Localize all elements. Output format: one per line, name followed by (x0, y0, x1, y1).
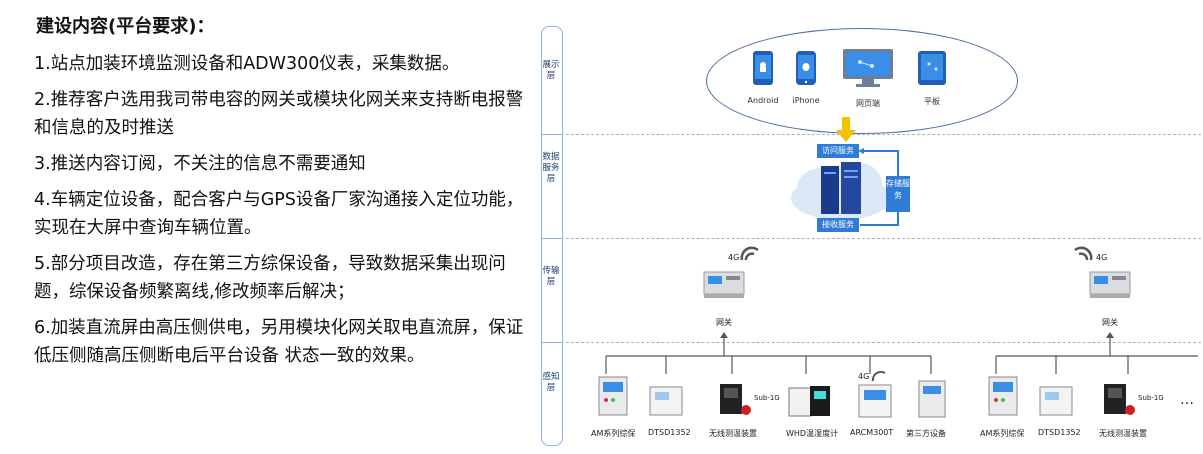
tablet-device: 平板 (912, 50, 952, 107)
wireless-temp-device-icon (720, 384, 751, 415)
device-label-am-right: AM系列综保 (980, 429, 1025, 438)
device-label-dtsd-right: DTSD1352 (1038, 428, 1081, 437)
tablet-icon (918, 51, 946, 85)
humidity-meter-icon (788, 386, 830, 417)
layer-dashed-line (561, 134, 1201, 135)
device-label-am: AM系列综保 (591, 429, 636, 438)
signal-label-arcm: 4G (858, 372, 870, 381)
web-label: 网页端 (856, 99, 880, 108)
iphone-device: iPhone (786, 50, 826, 105)
requirements-panel: 建设内容(平台要求)： 1.站点加装环境监测设备和ADW300仪表，采集数据。 … (34, 8, 534, 378)
more-devices-ellipsis: … (1180, 392, 1194, 408)
requirement-item-2: 2.推荐客户选用我司带电容的网关或模块化网关来支持断电报警和信息的及时推送 (34, 90, 524, 138)
gateway-icon (1089, 271, 1131, 298)
meter-device-icon (1039, 386, 1073, 416)
layer-label-data-service: 数据服务层 (542, 152, 560, 184)
requirement-item-6: 6.加装直流屏由高压侧供电，另用模块化网关取电直流屏，保证低压侧随高压侧断电后平… (34, 318, 524, 366)
requirement-item-5: 5.部分项目改造，存在第三方综保设备，导致数据采集出现问题，综保设备频繁离线,修… (34, 254, 506, 302)
gateway-icon (703, 271, 745, 298)
layer-label-display: 展示层 (542, 60, 560, 81)
signal-label-left: 4G (728, 253, 740, 262)
device-label-third-party: 第三方设备 (906, 429, 946, 438)
access-service-box: 访问服务 (817, 144, 859, 158)
web-device: 网页端 (838, 48, 898, 109)
meter-device-icon (649, 386, 683, 416)
device-label-wireless-temp-right: 无线测温装置 (1099, 429, 1147, 438)
wireless-temp-device-icon (1104, 384, 1135, 415)
relay-device-icon (988, 376, 1018, 416)
device-label-dtsd: DTSD1352 (648, 428, 691, 437)
iphone-label: iPhone (792, 96, 820, 105)
device-label-wireless-temp: 无线测温装置 (709, 429, 757, 438)
field-bus-lines (605, 332, 1198, 374)
layer-dashed-line (561, 238, 1201, 239)
down-arrow-icon (836, 117, 856, 142)
signal-label-right: 4G (1096, 253, 1108, 262)
layer-label-perception: 感知层 (542, 372, 560, 393)
gateway-label-right: 网关 (1102, 318, 1118, 327)
sub1g-label-right: Sub-1G (1138, 394, 1164, 402)
service-loop-arrows (858, 148, 899, 226)
requirement-item-4: 4.车辆定位设备，配合客户与GPS设备厂家沟通接入定位功能，实现在大屏中查询车辆… (34, 190, 524, 238)
sub1g-label-left: Sub-1G (754, 394, 780, 402)
layer-label-transport: 传输层 (542, 266, 560, 287)
android-device: Android (741, 50, 785, 105)
layer-divider (541, 238, 561, 239)
requirement-item-1: 1.站点加装环境监测设备和ADW300仪表，采集数据。 (34, 54, 460, 74)
server-icon (821, 162, 861, 214)
layer-dashed-line (561, 342, 1201, 343)
layer-divider (541, 342, 561, 343)
monitor-icon (843, 49, 893, 87)
android-phone-icon (753, 51, 773, 85)
requirement-item-3: 3.推送内容订阅，不关注的信息不需要通知 (34, 154, 366, 174)
iphone-icon (796, 51, 816, 85)
receive-service-label: 接收服务 (822, 220, 854, 229)
device-label-arcm: ARCM300T (850, 428, 894, 437)
tablet-label: 平板 (924, 97, 940, 106)
architecture-diagram: 展示层 数据服务层 传输层 感知层 Android iPhone (536, 0, 1203, 454)
layer-strip (541, 26, 563, 446)
android-label: Android (747, 96, 779, 105)
receive-service-box: 接收服务 (817, 218, 859, 232)
storage-service-label: 存储服务 (886, 179, 910, 200)
relay-device-icon (598, 376, 628, 416)
gateway-label-left: 网关 (716, 318, 732, 327)
arcm-device-icon (858, 384, 892, 418)
storage-service-box: 存储服务 (886, 176, 910, 212)
layer-divider (541, 134, 561, 135)
third-party-device-icon (918, 380, 946, 418)
access-service-label: 访问服务 (822, 146, 854, 155)
device-label-whd: WHD温湿度计 (786, 429, 839, 438)
wifi-signal-icon (740, 246, 759, 261)
wifi-signal-icon (872, 370, 886, 382)
requirements-heading: 建设内容(平台要求)： (36, 16, 215, 37)
wifi-signal-icon (1074, 246, 1093, 261)
